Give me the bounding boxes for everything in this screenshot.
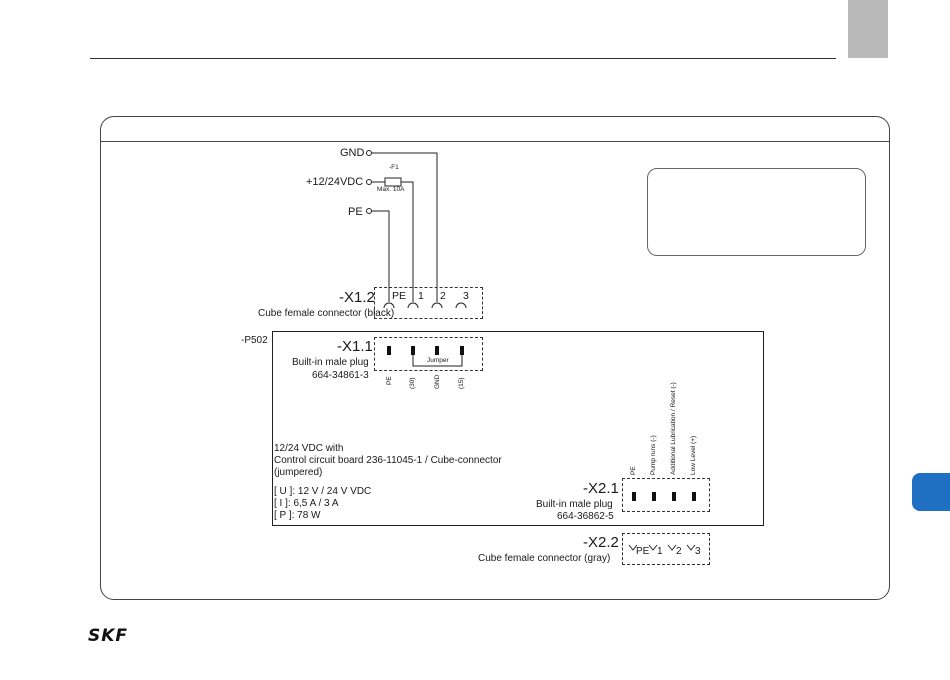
x22-tag: -X2.2 <box>583 534 619 551</box>
x22-pin-3: 3 <box>695 546 701 557</box>
x12-tag: -X1.2 <box>339 289 375 306</box>
board-desc-line1: 12/24 VDC with <box>274 443 344 454</box>
fuse-rating: Max. 10A <box>377 186 405 193</box>
x22-pin-1: 1 <box>657 546 663 557</box>
x22-pin-pe: PE <box>636 546 650 557</box>
x22-desc: Cube female connector (gray) <box>478 553 611 564</box>
gnd-label: GND <box>340 147 365 159</box>
x11-tag: -X1.1 <box>337 338 373 355</box>
x11-pin-30-label: (30) <box>409 377 416 389</box>
x11-pin-pe-label: PE <box>386 376 393 385</box>
x22-connector-outline <box>622 533 710 565</box>
x11-part: 664-34861-3 <box>312 370 369 381</box>
fuse-name: -F1 <box>389 164 399 171</box>
x12-pin-1: 1 <box>418 290 424 302</box>
note-box <box>647 168 866 256</box>
x21-pin-additional-lubrication-label: Additional Lubrication / Reset (-) <box>670 382 677 475</box>
vdc-label: +12/24VDC <box>306 176 364 188</box>
x11-pin-gnd-label: GND <box>434 374 441 389</box>
board-desc-line3: (jumpered) <box>274 467 323 478</box>
x12-pin-pe: PE <box>392 290 407 302</box>
chapter-tab <box>848 0 888 58</box>
board-desc-line2: Control circuit board 236-11045-1 / Cube… <box>274 455 502 466</box>
x11-connector-outline <box>374 337 483 371</box>
x12-desc: Cube female connector (black) <box>258 308 395 319</box>
board-tag: -P502 <box>241 335 268 346</box>
skf-logo: SKF <box>88 626 129 646</box>
x21-pin-pump-runs-label: Pump runs (-) <box>650 435 657 475</box>
jumper-label: Jumper <box>427 357 449 364</box>
x22-pin-2: 2 <box>676 546 682 557</box>
frame-title-rule <box>100 141 890 142</box>
spec-voltage: [ U ]: 12 V / 24 V VDC <box>274 486 372 497</box>
x21-connector-outline <box>622 478 710 512</box>
x12-pin-2: 2 <box>440 290 446 302</box>
x11-pin-15-label: (15) <box>458 377 465 389</box>
x11-desc: Built-in male plug <box>292 357 369 368</box>
x12-pin-3: 3 <box>463 290 469 302</box>
spec-power: [ P ]: 78 W <box>274 510 321 521</box>
header-rule <box>90 58 836 59</box>
pe-supply-label: PE <box>348 206 363 218</box>
x21-desc: Built-in male plug <box>536 499 613 510</box>
control-board-p502 <box>272 331 764 526</box>
x21-tag: -X2.1 <box>583 480 619 497</box>
x21-pin-pe-label: PE <box>630 466 637 475</box>
x21-pin-low-level-label: Low Level (+) <box>690 435 697 475</box>
x21-part: 664-36862-5 <box>557 511 614 522</box>
diagram-frame <box>100 116 890 600</box>
section-marker <box>912 473 950 511</box>
spec-current: [ I ]: 6,5 A / 3 A <box>274 498 339 509</box>
